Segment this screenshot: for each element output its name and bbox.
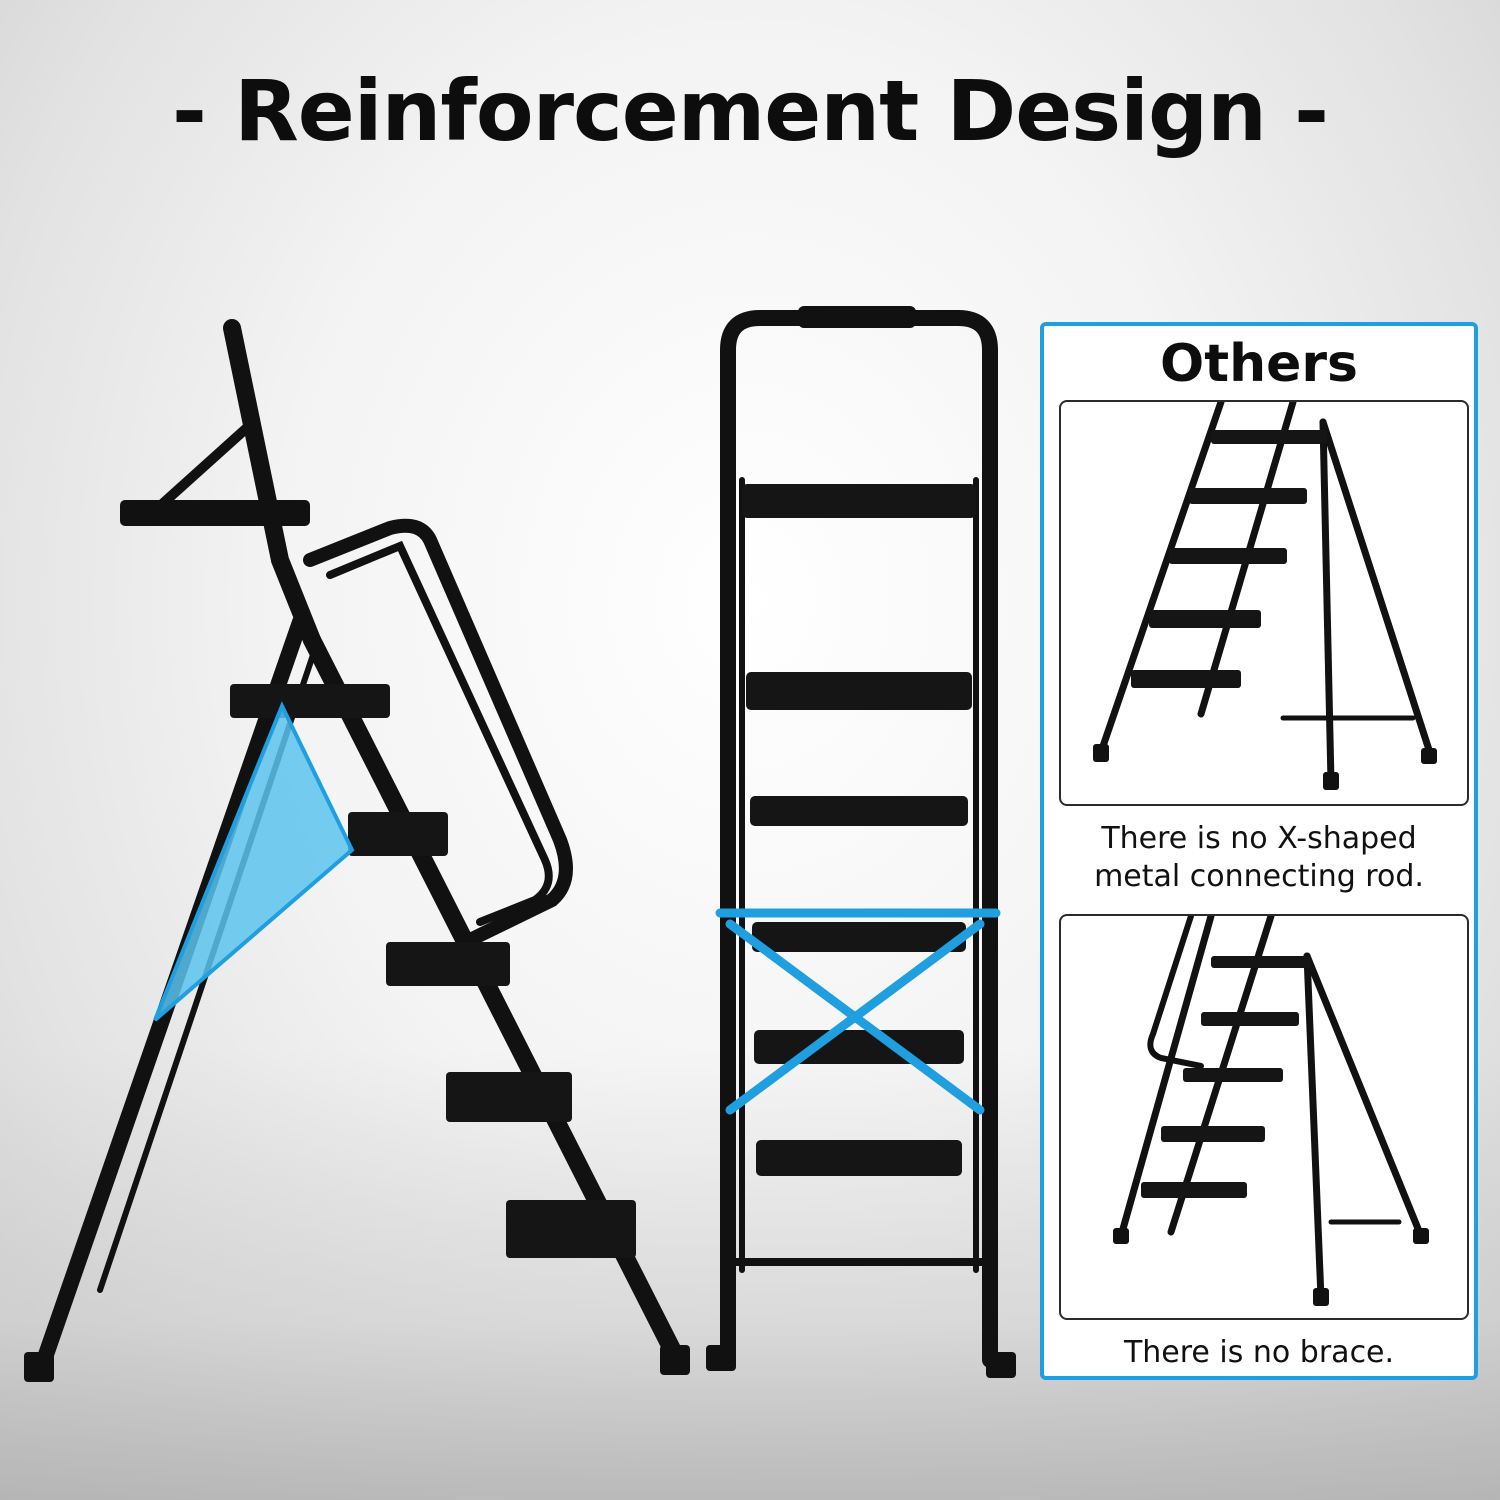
side-brace-highlight xyxy=(153,701,355,1022)
handrail-ladder-illustration xyxy=(1113,916,1429,1306)
front-ladder xyxy=(706,306,1016,1378)
side-ladder xyxy=(24,319,690,1382)
others-image-no-brace xyxy=(1059,914,1469,1320)
page-title: - Reinforcement Design - xyxy=(171,62,1329,160)
x-brace-highlight xyxy=(715,908,1001,1115)
caption-no-x-rod: There is no X-shaped metal connecting ro… xyxy=(1094,821,1424,894)
plain-ladder-illustration xyxy=(1093,402,1437,790)
others-image-no-x-rod xyxy=(1059,400,1469,806)
others-panel: Others There is no X-shaped metal connec… xyxy=(1040,322,1478,1380)
others-heading: Others xyxy=(1160,334,1358,394)
caption-no-brace: There is no brace. xyxy=(1123,1335,1395,1370)
